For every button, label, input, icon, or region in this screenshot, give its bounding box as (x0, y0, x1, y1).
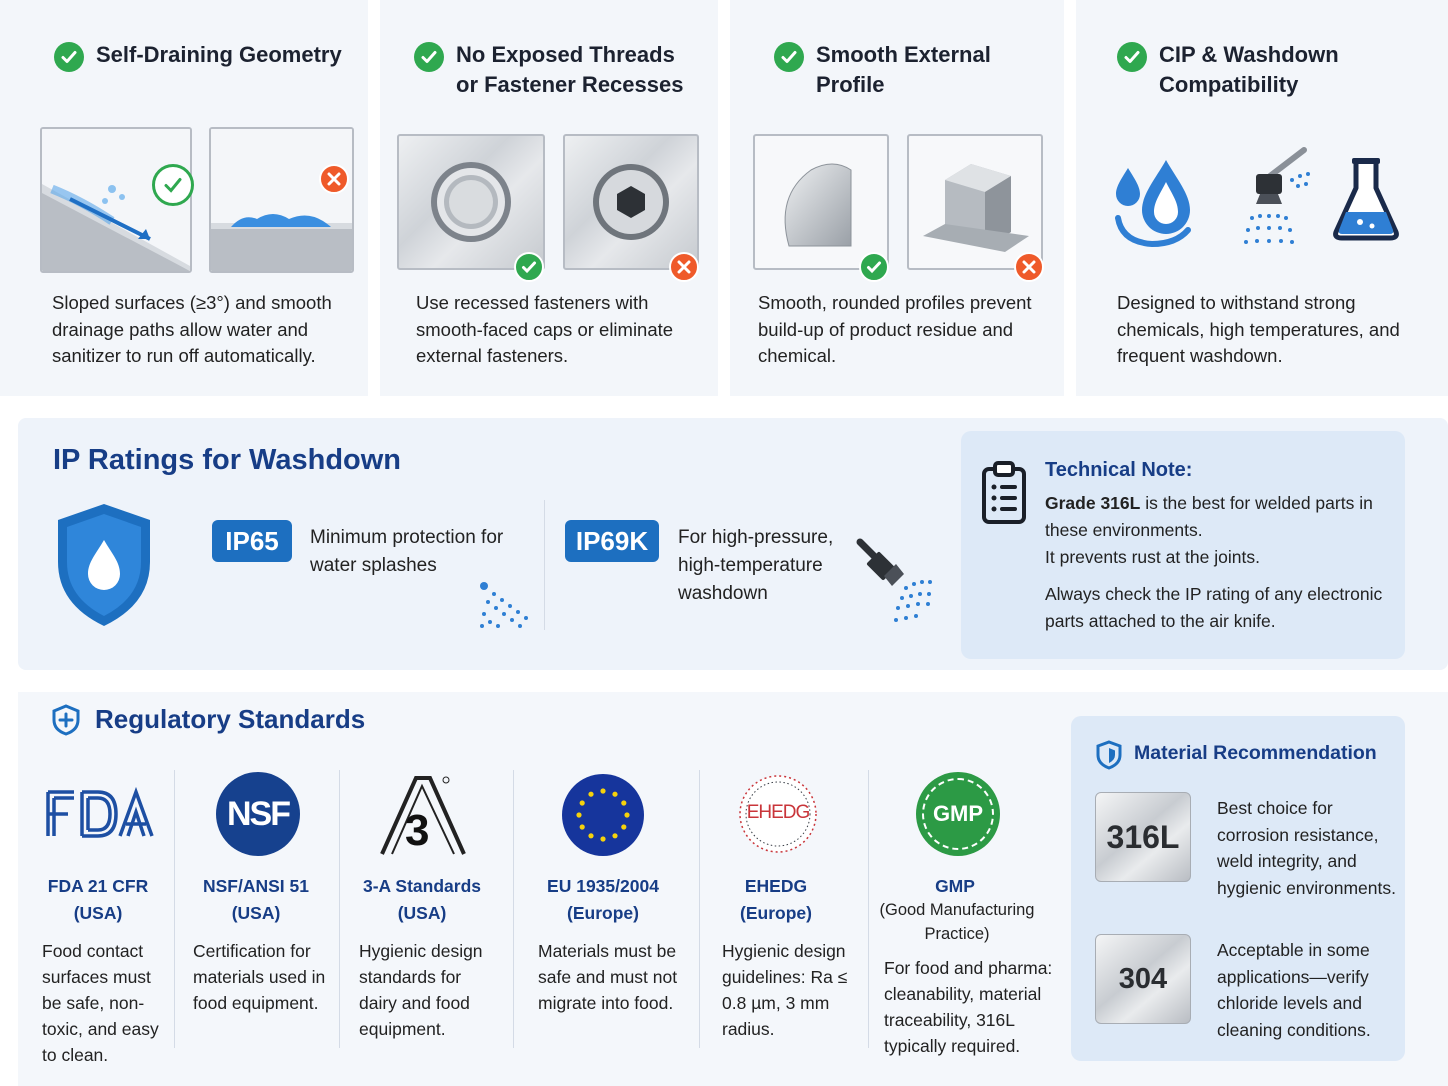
spray-nozzle-icon (1244, 147, 1310, 244)
ip65-description: Minimum protection for water splashes (310, 527, 504, 576)
technical-note-line1: Grade 316L is the best for welded parts … (1045, 490, 1395, 544)
water-spray-icon (480, 582, 528, 628)
eu-logo (562, 774, 644, 856)
principle-card-no-exposed-threads: No Exposed Threads or Fastener Recesses … (380, 0, 718, 396)
principle-description: Smooth, rounded profiles prevent build-u… (758, 292, 1032, 366)
3a-logo-numeral: 3 (405, 806, 430, 855)
fda-logo (44, 786, 156, 842)
principle-title: CIP & Washdown Compatibility (1159, 42, 1339, 97)
principle-description: Designed to withstand strong chemicals, … (1117, 292, 1400, 366)
clipboard-icon (982, 461, 1026, 524)
check-icon (1117, 42, 1147, 72)
gmp-logo-text: GMP (932, 801, 984, 826)
technical-note-line1-rest: is the best for welded parts in these en… (1045, 493, 1373, 540)
standard-desc-3a: Hygienic design standards for dairy and … (359, 941, 483, 1039)
cross-icon (1014, 252, 1044, 282)
standard-desc-fda: Food contact surfaces must be safe, non-… (42, 941, 159, 1065)
3a-logo: 3 (378, 774, 468, 856)
check-icon (514, 252, 544, 282)
grade-316l-tile: 316L (1095, 792, 1191, 882)
check-icon (54, 42, 84, 72)
gmp-logo: GMP (916, 772, 1000, 856)
recessed-cap-image (397, 134, 545, 270)
rounded-profile-image (753, 134, 889, 270)
shield-drop-icon (58, 504, 150, 626)
grade-316l-text: Best choice for corrosion resistance, we… (1217, 798, 1396, 898)
standard-desc-gmp: For food and pharma: cleanability, mater… (884, 958, 1053, 1056)
principle-description: Use recessed fasteners with smooth-faced… (416, 292, 674, 366)
ip69k-badge: IP69K (565, 520, 659, 562)
check-icon (774, 42, 804, 72)
sloped-surface-image (40, 127, 192, 273)
material-recommendation-card: Material Recommendation 316L Best choice… (1071, 716, 1405, 1061)
standard-name-nsf: NSF/ANSI 51 (203, 876, 309, 896)
column-divider (868, 770, 869, 1048)
standard-region-ehedg: (Europe) (740, 903, 812, 923)
standard-region-3a: (USA) (397, 903, 447, 923)
principle-description: Sloped surfaces (≥3°) and smooth drainag… (52, 292, 332, 366)
ehedg-logo: EHEDG (736, 772, 820, 856)
column-divider (513, 770, 514, 1048)
standard-name-ehedg: EHEDG (744, 876, 808, 896)
shield-plus-icon (52, 704, 80, 736)
grade-316l-bold: Grade 316L (1045, 493, 1141, 513)
regulatory-title: Regulatory Standards (95, 704, 366, 734)
nsf-logo: NSF (216, 772, 300, 856)
standard-name-fda: FDA 21 CFR (47, 876, 149, 896)
principle-card-self-draining: Self-Draining Geometry Sloped surfaces (… (0, 0, 368, 396)
ip69k-description: For high-pressure, high-temperature wash… (678, 527, 834, 604)
shield-icon (1096, 740, 1122, 770)
principle-title: No Exposed Threads or Fastener Recesses (456, 42, 684, 97)
technical-note-title: Technical Note: (1045, 459, 1193, 481)
spray-nozzle-icon (856, 538, 932, 622)
standard-name-gmp: GMP (935, 876, 975, 896)
principle-card-smooth-profile: Smooth External Profile Smooth, rounded … (730, 0, 1064, 396)
ehedg-logo-text: EHEDG (746, 802, 811, 823)
principle-card-cip-washdown: CIP & Washdown Compatibility Designed to… (1076, 0, 1448, 396)
ip65-badge: IP65 (212, 520, 292, 562)
standard-desc-ehedg: Hygienic design guidelines: Ra ≤ 0.8 µm,… (722, 941, 848, 1039)
standard-region-nsf: (USA) (231, 903, 281, 923)
column-divider (699, 770, 700, 1048)
standard-region-gmp: (Good Manufacturing Practice) (879, 901, 1035, 943)
principle-title: Smooth External Profile (816, 42, 991, 97)
grade-304-tile: 304 (1095, 934, 1191, 1024)
technical-note-line2: It prevents rust at the joints. (1045, 547, 1260, 567)
standard-desc-eu: Materials must be safe and must not migr… (538, 941, 678, 1013)
ip-section-title: IP Ratings for Washdown (53, 444, 402, 476)
cross-icon (319, 164, 349, 194)
sharp-corner-profile-image (907, 134, 1043, 270)
material-recommendation-title: Material Recommendation (1134, 742, 1377, 764)
ip-divider (544, 500, 545, 630)
hex-socket-screw-image (563, 134, 699, 270)
technical-note-line3: Always check the IP rating of any electr… (1045, 584, 1383, 631)
check-icon (414, 42, 444, 72)
pooling-surface-image (209, 127, 354, 273)
cross-icon (669, 252, 699, 282)
standard-region-eu: (Europe) (567, 903, 639, 923)
column-divider (174, 770, 175, 1048)
flask-icon (1333, 158, 1399, 241)
standard-region-fda: (USA) (73, 903, 123, 923)
standard-desc-nsf: Certification for materials used in food… (193, 941, 326, 1013)
grade-304-text: Acceptable in some applications—verify c… (1217, 940, 1371, 1040)
standard-name-eu: EU 1935/2004 (547, 876, 659, 896)
column-divider (339, 770, 340, 1048)
check-icon (859, 252, 889, 282)
principle-title: Self-Draining Geometry (96, 42, 342, 67)
standard-name-3a: 3-A Standards (363, 876, 481, 896)
technical-note-card: Technical Note: Grade 316L is the best f… (961, 431, 1405, 659)
water-drop-icon (1115, 160, 1191, 248)
nsf-logo-text: NSF (227, 794, 291, 833)
check-icon (152, 164, 194, 206)
